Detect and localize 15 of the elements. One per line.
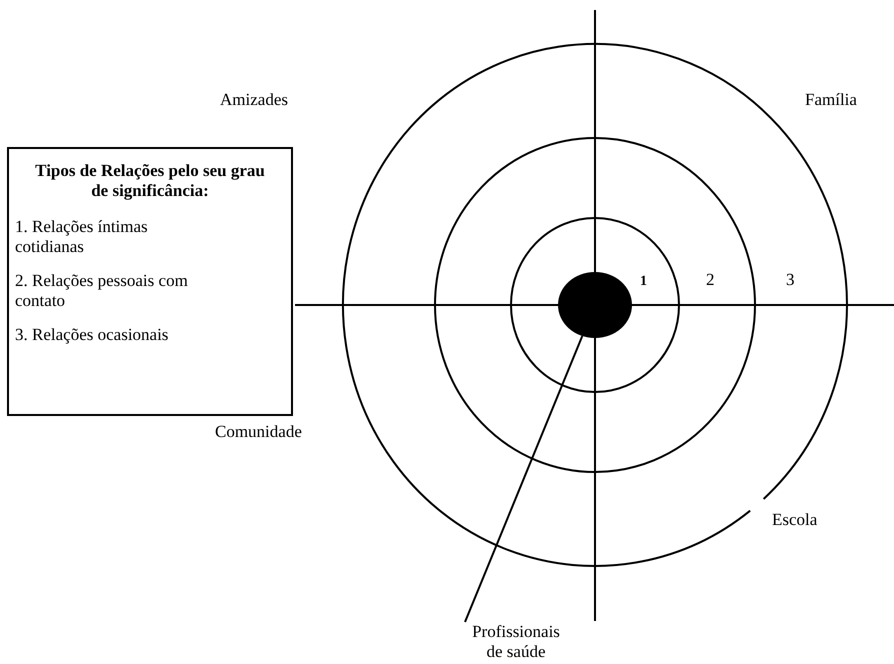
- ring-number: 1: [640, 273, 647, 291]
- legend-box: [7, 147, 293, 416]
- sector-label: Família: [805, 90, 857, 110]
- sector-label: Escola: [772, 510, 818, 530]
- legend-title: Tipos de Relações pelo seu grau de significância:: [34, 161, 266, 201]
- sector-label: Comunidade: [215, 422, 302, 442]
- ring-number: 2: [706, 270, 714, 290]
- ring-number: 3: [786, 270, 794, 290]
- node-label: Profissionais de saúde: [462, 622, 570, 662]
- connector-line: [464, 336, 584, 622]
- center-dot: [558, 272, 632, 338]
- legend-item: 3. Relações ocasionais: [15, 325, 170, 345]
- legend-item: 2. Relações pessoais com contato: [15, 271, 189, 311]
- legend-item: 1. Relações íntimas cotidianas: [15, 217, 149, 257]
- sector-label: Amizades: [220, 90, 288, 110]
